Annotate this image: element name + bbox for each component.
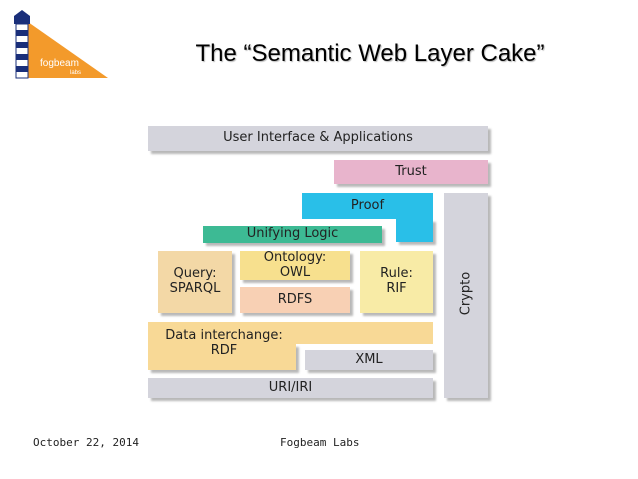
layer-data-interchange-rdf-label: Data interchange: RDF [165, 328, 283, 358]
fogbeam-logo: fogbeam labs [14, 10, 108, 79]
layer-query-sparql: Query: SPARQL [158, 251, 232, 313]
layer-unifying-logic: Unifying Logic [203, 226, 382, 243]
layer-data-interchange-rdf-lower [148, 344, 296, 370]
layer-rule-rif-label: Rule: RIF [380, 266, 413, 296]
layer-xml: XML [305, 350, 433, 370]
layer-proof: Proof [302, 193, 433, 219]
slide-title: The “Semantic Web Layer Cake” [195, 40, 545, 67]
layer-trust: Trust [334, 160, 488, 184]
layer-ui-applications-label: User Interface & Applications [223, 130, 413, 146]
layer-rdfs: RDFS [240, 287, 350, 313]
layer-ui-applications: User Interface & Applications [148, 126, 488, 151]
footer-company: Fogbeam Labs [280, 436, 360, 449]
layer-crypto [444, 193, 488, 398]
logo-orange-triangle [28, 22, 108, 78]
footer-date: October 22, 2014 [33, 436, 139, 449]
logo-subtext: labs [70, 70, 81, 76]
layer-xml-label: XML [355, 351, 383, 367]
layer-data-interchange-rdf [148, 322, 433, 344]
layer-ontology-owl: Ontology: OWL [240, 249, 350, 280]
layer-uri-iri-label: URI/IRI [268, 379, 313, 395]
layer-ontology-owl-label: Ontology: OWL [263, 249, 327, 280]
layer-rdfs-label: RDFS [277, 291, 313, 307]
layer-unifying-logic-label: Unifying Logic [246, 226, 339, 242]
layer-proof-extension [396, 219, 433, 242]
logo-text: fogbeam [40, 58, 79, 69]
layer-query-sparql-label: Query: SPARQL [169, 266, 221, 296]
layer-crypto-label: Crypto [458, 271, 474, 316]
layer-proof-label: Proof [350, 197, 385, 213]
layer-rule-rif: Rule: RIF [360, 251, 433, 313]
layer-trust-label: Trust [395, 163, 427, 179]
layer-uri-iri: URI/IRI [148, 378, 433, 398]
